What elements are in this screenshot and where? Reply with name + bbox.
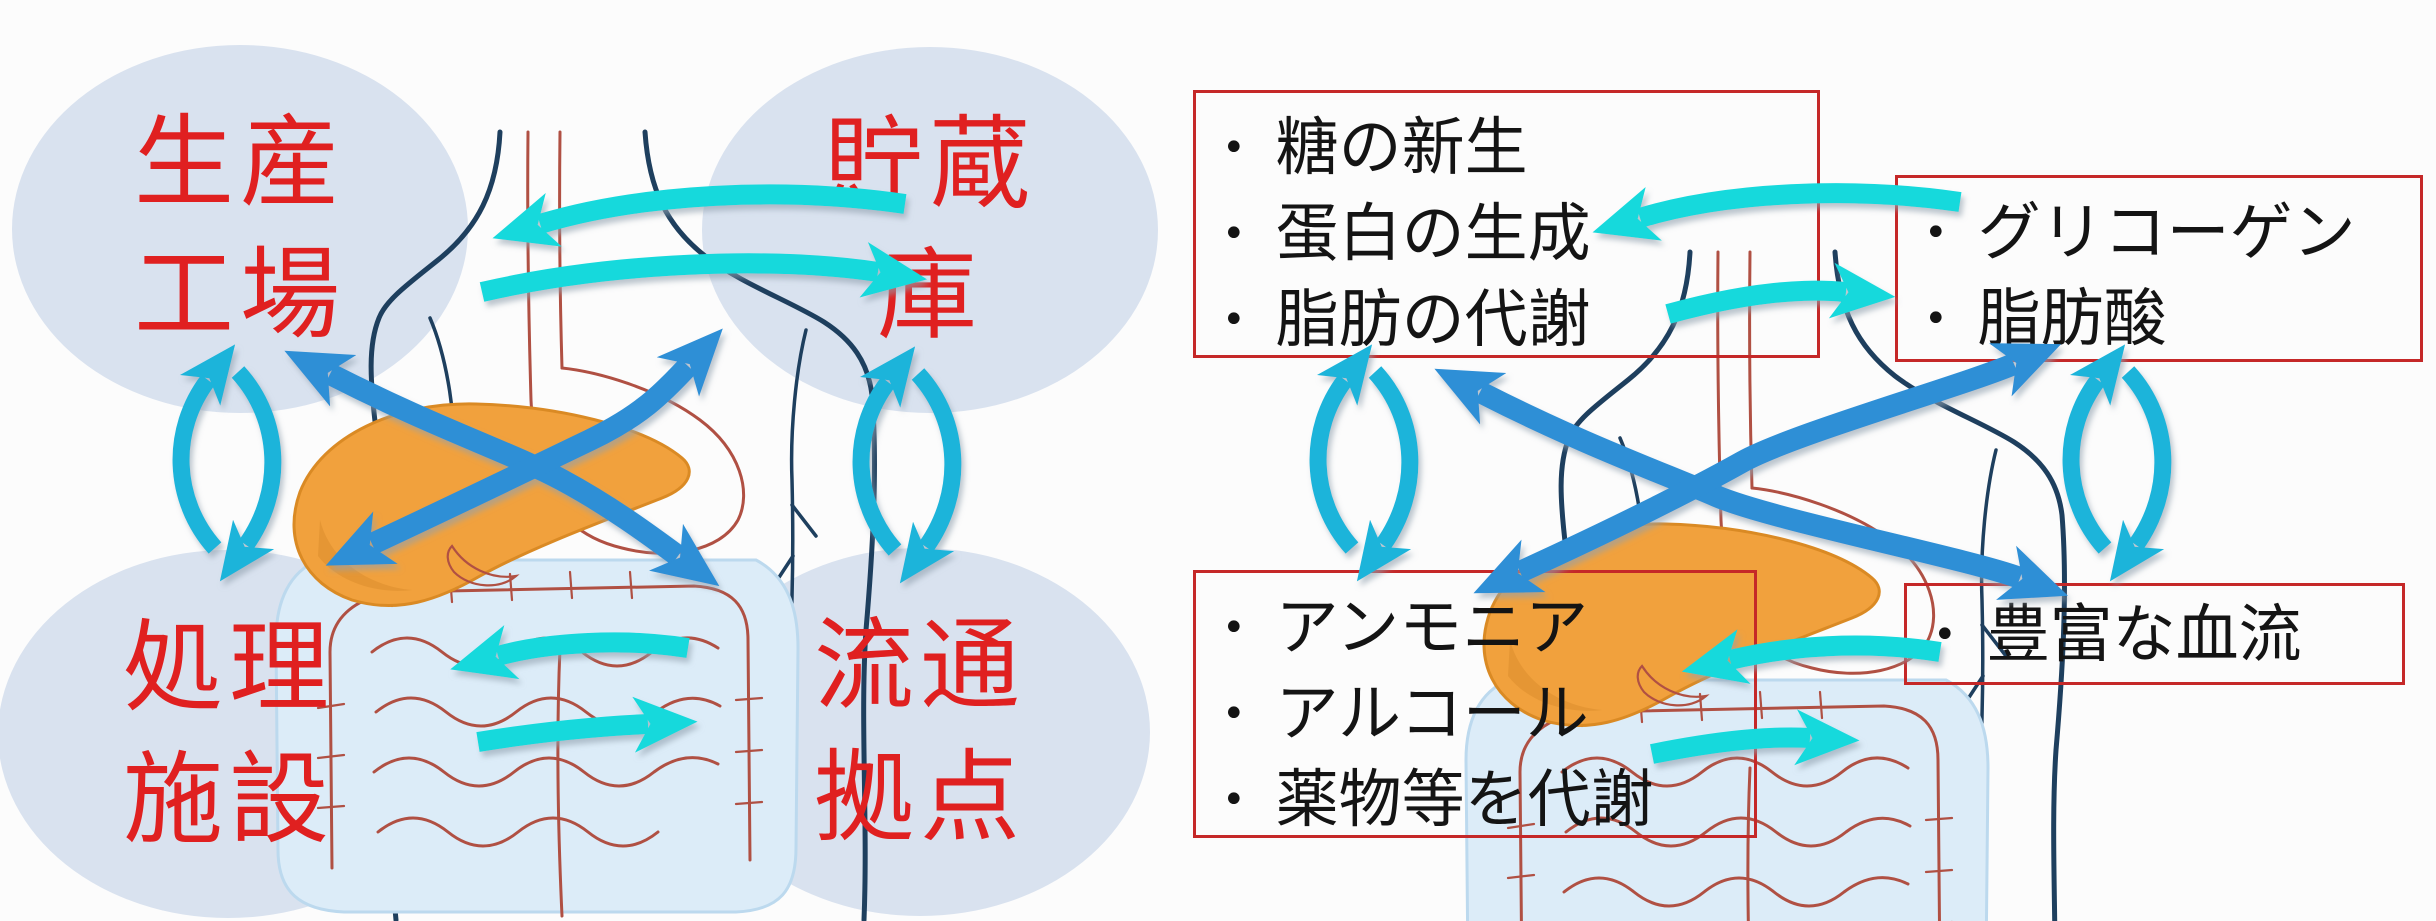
- bullet-item: • アルコール: [1222, 671, 1754, 757]
- bullet-item: • 蛋白の生成: [1222, 191, 1817, 277]
- bullet-text: 脂肪酸: [1977, 282, 2167, 355]
- label-line: 施設: [123, 741, 335, 858]
- label-line: 庫: [877, 237, 983, 354]
- box-blood-supply: • 豊富な血流: [1904, 583, 2405, 685]
- bullet-item: • グリコーゲン: [1924, 190, 2420, 276]
- bullet-item: • 豊富な血流: [1933, 592, 2402, 678]
- box-stored-substances: • グリコーゲン • 脂肪酸: [1895, 175, 2423, 362]
- bullet-dot-icon: •: [1933, 612, 1957, 658]
- bullet-text: 蛋白の生成: [1275, 197, 1591, 270]
- bullet-item: • アンモニア: [1222, 585, 1754, 671]
- bullet-dot-icon: •: [1222, 297, 1246, 343]
- label-line: 流通: [814, 607, 1026, 724]
- bullet-item: • 糖の新生: [1222, 105, 1817, 191]
- bullet-item: • 脂肪酸: [1924, 276, 2420, 362]
- label-line: 拠点: [814, 739, 1026, 856]
- bullet-dot-icon: •: [1222, 125, 1246, 171]
- label-line: 貯蔵: [824, 105, 1036, 222]
- bullet-item: • 薬物等を代謝: [1222, 757, 1754, 843]
- ellipse-storage-warehouse: [702, 47, 1158, 413]
- ellipse-distribution-hub: [690, 548, 1150, 916]
- bullet-item: • 脂肪の代謝: [1222, 277, 1817, 363]
- label-distribution-hub: 流通 拠点: [690, 548, 1150, 916]
- bullet-text: アンモニア: [1275, 591, 1589, 664]
- box-synthesis-functions: • 糖の新生 • 蛋白の生成 • 脂肪の代謝: [1193, 90, 1820, 358]
- bullet-dot-icon: •: [1924, 210, 1948, 256]
- bullet-dot-icon: •: [1222, 777, 1246, 823]
- label-processing-facility: 処理 施設: [0, 550, 458, 918]
- box-detox-functions: • アンモニア • アルコール • 薬物等を代謝: [1193, 570, 1757, 838]
- label-line: 処理: [123, 609, 335, 726]
- bullet-text: 薬物等を代謝: [1275, 763, 1654, 836]
- bullet-dot-icon: •: [1222, 211, 1246, 257]
- bullet-text: アルコール: [1275, 677, 1589, 750]
- ellipse-production-factory: [12, 45, 468, 413]
- bullet-text: 糖の新生: [1275, 111, 1528, 184]
- label-line: 生産: [134, 104, 346, 221]
- label-production-factory: 生産 工場: [12, 45, 468, 413]
- bullet-dot-icon: •: [1222, 691, 1246, 737]
- bullet-text: 豊富な血流: [1986, 598, 2302, 671]
- bullet-dot-icon: •: [1222, 605, 1246, 651]
- label-line: 工場: [134, 236, 346, 353]
- label-storage-warehouse: 貯蔵 庫: [702, 47, 1158, 413]
- bullet-text: 脂肪の代謝: [1275, 283, 1591, 356]
- bullet-dot-icon: •: [1924, 296, 1948, 342]
- bullet-text: グリコーゲン: [1977, 196, 2356, 269]
